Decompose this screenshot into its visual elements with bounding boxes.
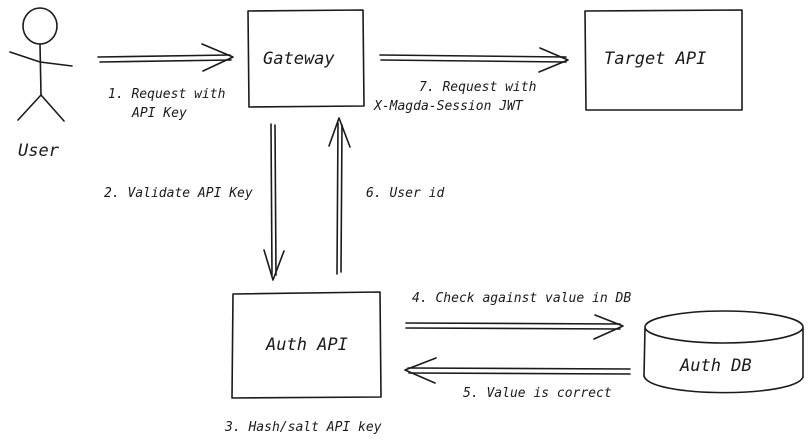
arrow-user-to-gateway <box>97 43 234 72</box>
step-2-label: 2. Validate API Key <box>104 186 253 201</box>
gateway-box <box>247 9 365 108</box>
step-7-label-line1: 7. Request with <box>419 80 537 95</box>
step-4-label: 4. Check against value in DB <box>412 291 632 306</box>
arrow-auth-api-to-db <box>405 314 624 340</box>
target-api-box <box>584 9 743 111</box>
arrow-db-to-auth-api <box>404 357 631 384</box>
step-1-label-line2: API Key <box>132 106 187 121</box>
user-label: User <box>18 141 59 161</box>
arrow-gateway-to-target <box>379 47 569 73</box>
gateway-label: Gateway <box>263 49 335 69</box>
auth-db-cylinder <box>643 310 804 394</box>
step-5-label: 5. Value is correct <box>463 386 612 401</box>
step-6-label: 6. User id <box>366 186 445 201</box>
arrow-auth-api-to-gateway <box>328 117 351 275</box>
arrow-gateway-to-auth-api <box>263 123 285 281</box>
auth-api-box <box>231 291 382 399</box>
user-stick-figure-icon <box>9 7 73 122</box>
auth-db-label: Auth DB <box>680 356 752 376</box>
target-api-label: Target API <box>604 49 707 69</box>
auth-api-label: Auth API <box>266 335 348 355</box>
step-1-label-line1: 1. Request with <box>108 87 226 102</box>
step-7-label-line2: X-Magda-Session JWT <box>374 99 523 114</box>
step-3-label: 3. Hash/salt API key <box>225 420 382 435</box>
